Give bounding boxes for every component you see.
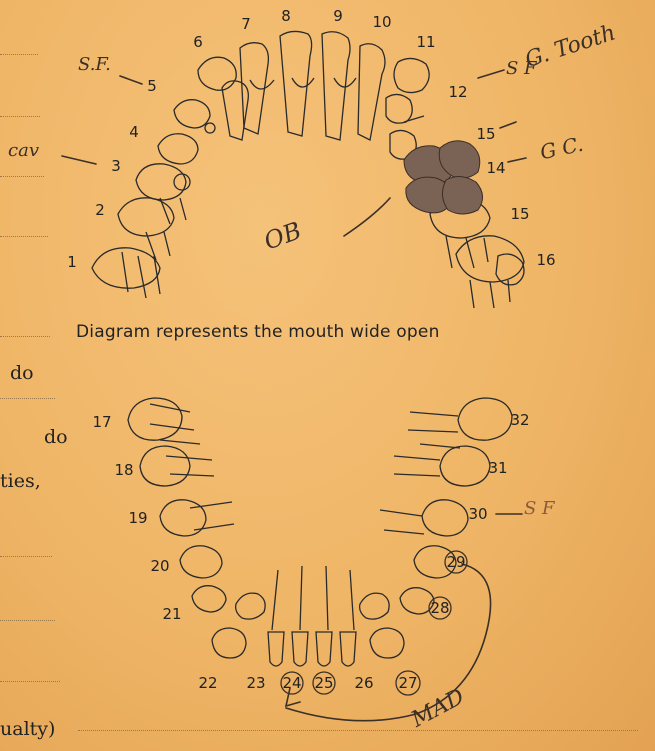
- tooth-number: 21: [162, 605, 181, 623]
- tooth-number: 29: [446, 553, 465, 571]
- annotation-stroke: [508, 158, 526, 162]
- annotation-stroke: [344, 198, 390, 236]
- annotation-sf: S.F.: [78, 54, 111, 75]
- tooth-number: 10: [372, 13, 391, 31]
- tooth-number: 27: [398, 674, 417, 692]
- tooth-number: 14: [486, 159, 505, 177]
- filled-teeth: [404, 141, 483, 214]
- tooth-number: 5: [147, 77, 157, 95]
- tooth-number: 12: [448, 83, 467, 101]
- tooth-number: 30: [468, 505, 487, 523]
- tooth-number: 18: [114, 461, 133, 479]
- tooth-number: 8: [281, 7, 291, 25]
- diagram-caption: Diagram represents the mouth wide open: [76, 322, 440, 342]
- tooth-number: 7: [241, 15, 251, 33]
- annotation-cav: cav: [8, 140, 39, 161]
- tooth-number: 24: [282, 674, 301, 692]
- tooth-number: 15: [476, 125, 495, 143]
- tooth-number: 4: [129, 123, 139, 141]
- annotation-sf: S F: [524, 498, 555, 519]
- tooth-number: 16: [536, 251, 555, 269]
- tooth-number: 26: [354, 674, 373, 692]
- tooth-number: 20: [150, 557, 169, 575]
- annotation-stroke: [478, 70, 504, 78]
- tooth-number: 31: [488, 459, 507, 477]
- tooth-number: 19: [128, 509, 147, 527]
- tooth-number: 25: [314, 674, 333, 692]
- tooth-number: 2: [95, 201, 105, 219]
- tooth-number: 3: [111, 157, 121, 175]
- tooth-number: 15: [510, 205, 529, 223]
- tooth-number: 32: [510, 411, 529, 429]
- tooth-number: 28: [430, 599, 449, 617]
- lower-arch: [128, 398, 512, 666]
- tooth-number: 17: [92, 413, 111, 431]
- annotation-stroke: [500, 122, 516, 128]
- tooth-number: 23: [246, 674, 265, 692]
- tooth-number: 6: [193, 33, 203, 51]
- annotation-stroke: [120, 76, 142, 84]
- tooth-number: 11: [416, 33, 435, 51]
- tooth-number: 9: [333, 7, 343, 25]
- tooth-number: 22: [198, 674, 217, 692]
- tooth-number: 1: [67, 253, 77, 271]
- annotation-stroke: [62, 156, 96, 164]
